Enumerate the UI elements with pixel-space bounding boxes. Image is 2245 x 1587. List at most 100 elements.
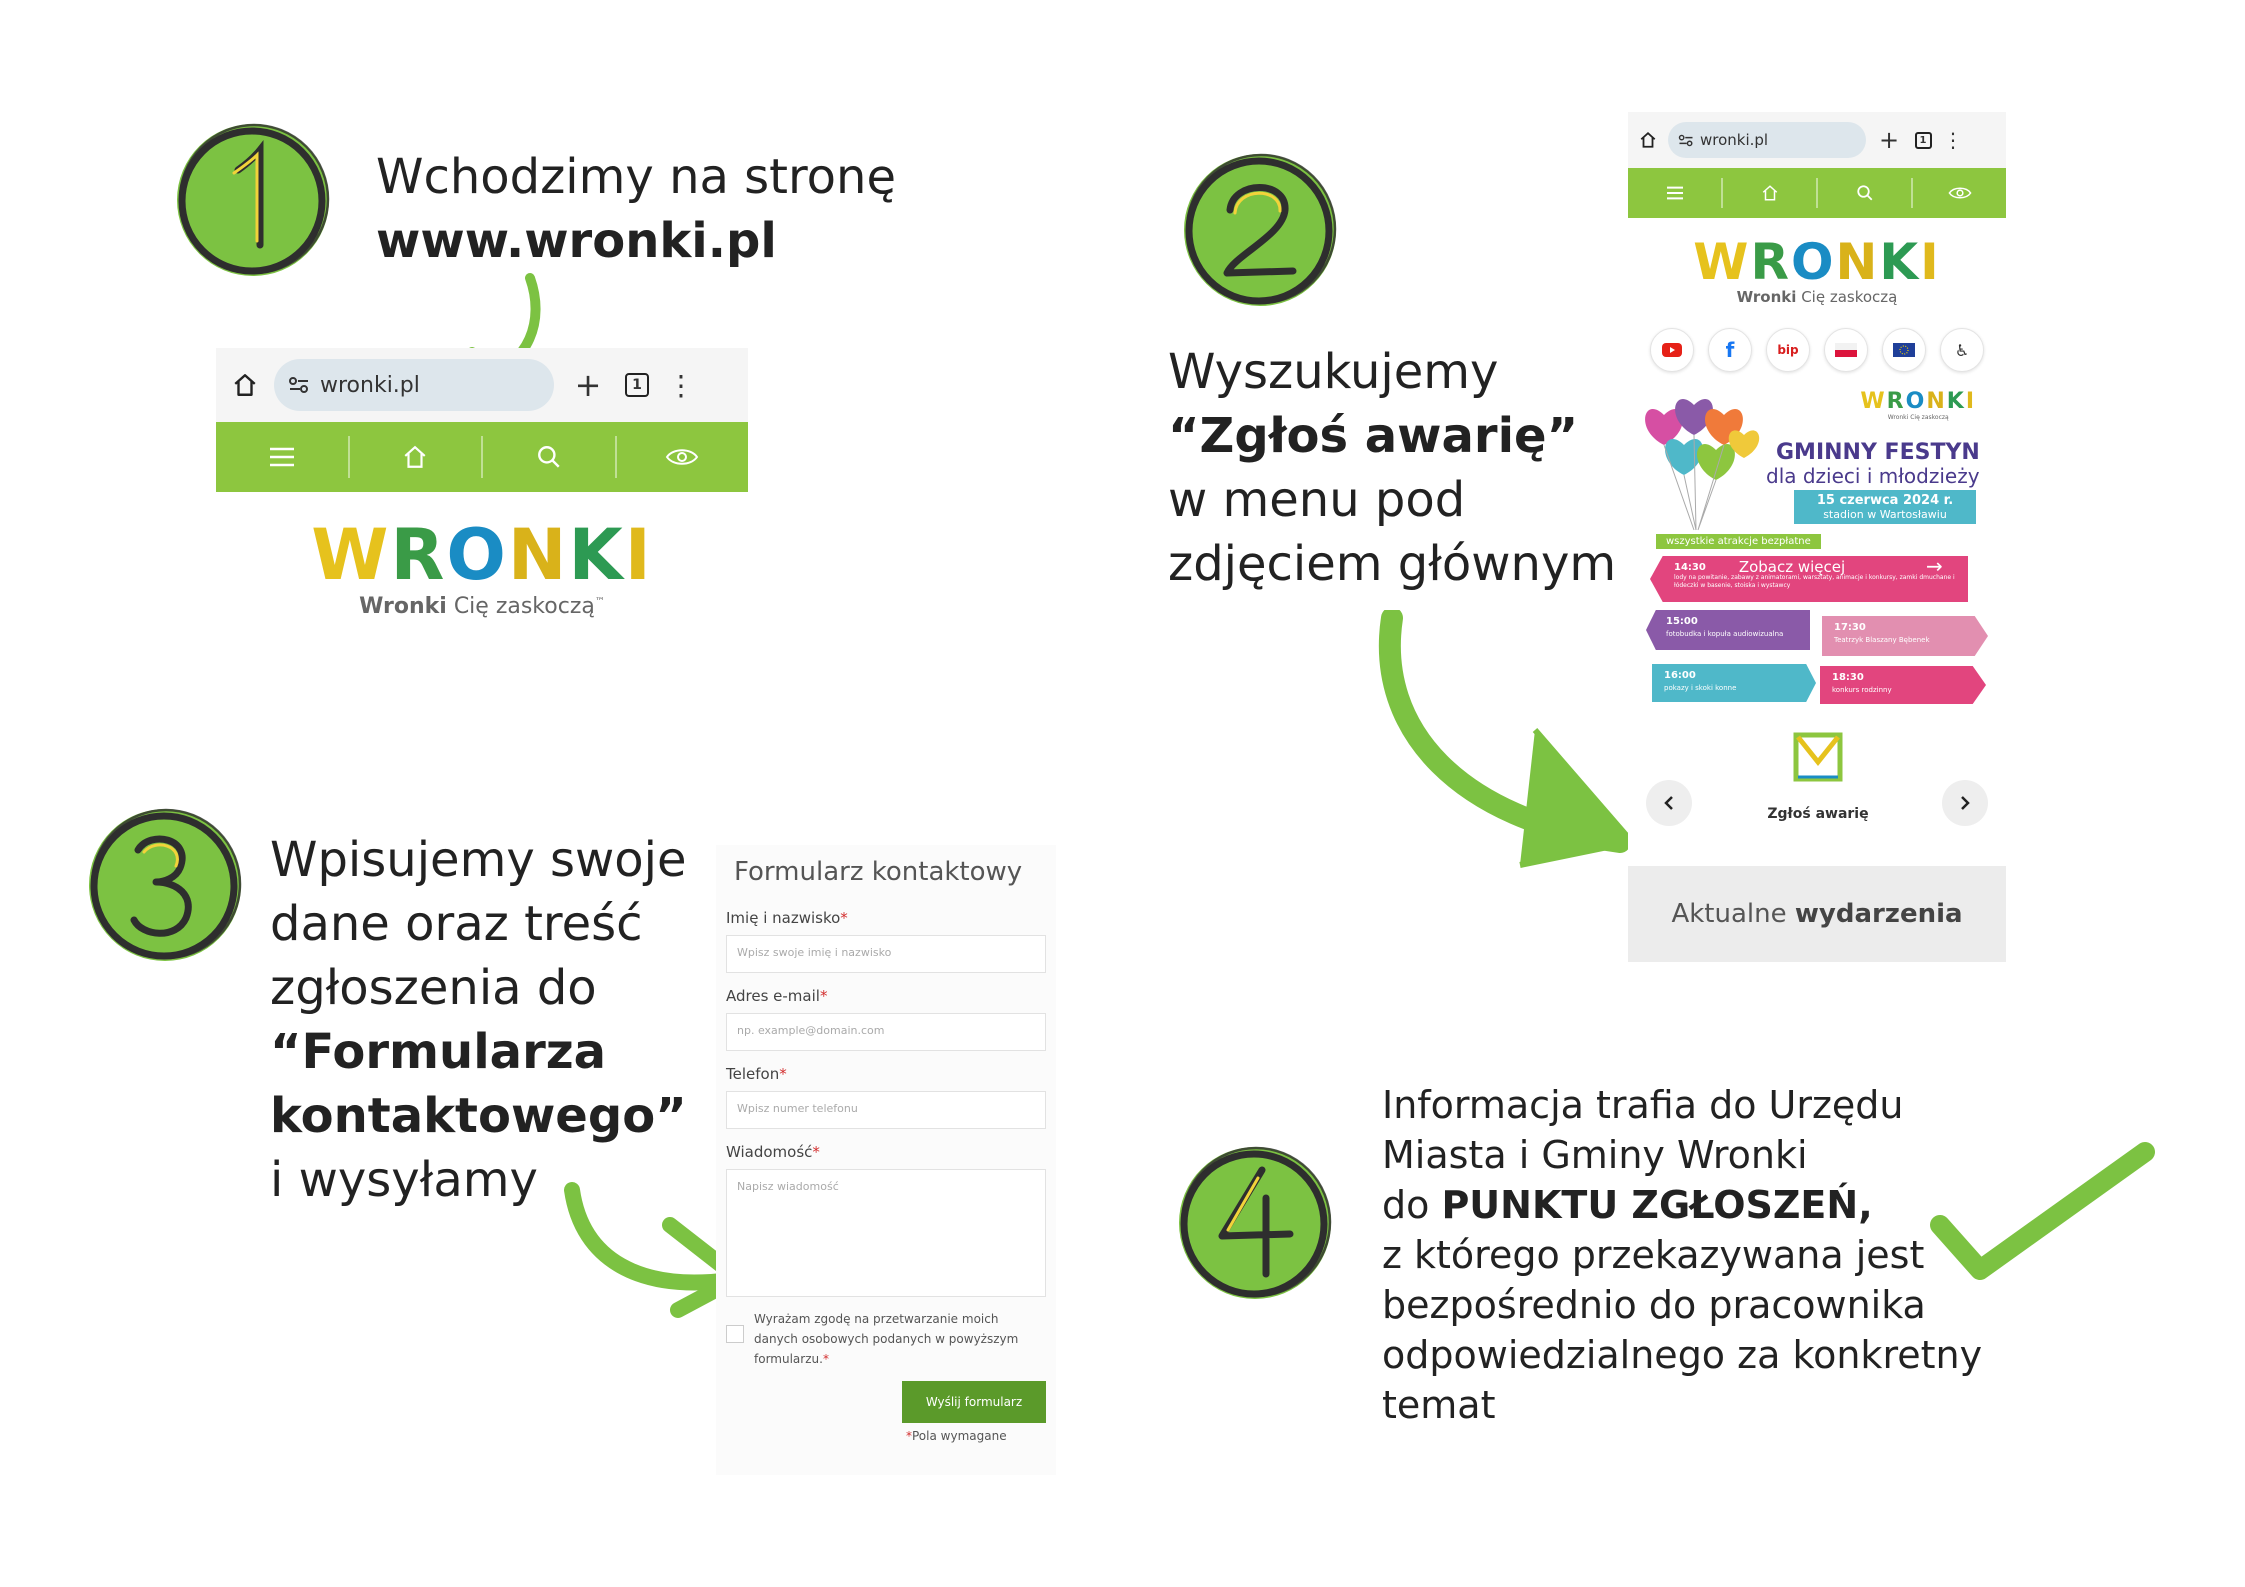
site-logo[interactable]: WRONKI Wronki Cię zaskoczą™ <box>216 492 748 619</box>
new-tab-plus-icon[interactable]: + <box>1878 126 1900 154</box>
new-tab-plus-icon[interactable]: + <box>574 366 602 404</box>
step-4-circle-icon <box>1179 1146 1332 1299</box>
step-4-badge <box>1170 1138 1340 1308</box>
step-3-line-4: “Formularza <box>270 1024 607 1080</box>
event-desc: konkurs rodzinny <box>1832 686 1892 694</box>
consent-checkbox[interactable] <box>726 1325 744 1343</box>
field-name-label: Imię i nazwisko* <box>726 909 848 927</box>
chevron-right-icon <box>1961 796 1970 810</box>
name-input[interactable]: Wpisz swoje imię i nazwisko <box>726 935 1046 973</box>
banner-logo-text: WRONKI <box>1860 389 1976 414</box>
events-section-header: Aktualne wydarzenia <box>1628 866 2006 962</box>
phone-input[interactable]: Wpisz numer telefonu <box>726 1091 1046 1129</box>
message-textarea[interactable]: Napisz wiadomość <box>726 1169 1046 1297</box>
field-message: Wiadomość* Napisz wiadomość <box>726 1143 1046 1297</box>
quick-links-carousel: Zgłoś awarię <box>1628 732 2006 864</box>
home-icon[interactable] <box>230 372 260 398</box>
step-2-badge <box>1175 145 1345 315</box>
home-icon[interactable] <box>1638 131 1658 149</box>
home-button[interactable] <box>350 436 483 478</box>
quick-link-zglos-awarie[interactable]: Zgłoś awarię <box>1748 732 1888 822</box>
accessibility-icon[interactable]: ♿ <box>1940 328 1984 372</box>
step-3-line-6: i wysyłamy <box>270 1152 538 1208</box>
banner-cta-label: Zobacz więcej <box>1738 558 1846 576</box>
search-button[interactable] <box>483 436 617 478</box>
accessibility-view-button[interactable] <box>1913 178 2006 208</box>
step-2-line-1: Wyszukujemy <box>1168 344 1499 400</box>
event-1730: 17:30 Teatrzyk Blaszany Bębenek <box>1822 616 1988 656</box>
banner-cta-arrow-icon[interactable]: → <box>1926 554 1943 578</box>
step-4-line-1: Informacja trafia do Urzędu <box>1382 1083 1904 1127</box>
eu-flag-icon[interactable] <box>1882 328 1926 372</box>
event-time: 16:00 <box>1664 670 1696 681</box>
tabs-icon[interactable]: 1 <box>1912 131 1934 149</box>
banner-title-1: GMINNY FESTYN <box>1776 440 1980 465</box>
youtube-icon[interactable] <box>1650 328 1694 372</box>
site-settings-icon[interactable] <box>288 376 310 394</box>
phone-address-bar[interactable]: wronki.pl <box>1668 122 1866 158</box>
banner-cta[interactable]: Zobacz więcej <box>1722 558 1862 576</box>
submit-button[interactable]: Wyślij formularz <box>902 1381 1046 1423</box>
step-3-circle-icon <box>89 808 242 961</box>
banner-free-note: wszystkie atrakcje bezpłatne <box>1656 534 1821 549</box>
hero-banner[interactable]: WRONKI Wronki Cię zaskoczą GMINNY FESTYN… <box>1628 380 2006 720</box>
field-phone-label: Telefon* <box>726 1065 787 1083</box>
field-phone: Telefon* Wpisz numer telefonu <box>726 1065 1046 1129</box>
logo-tagline: Wronki Cię zaskoczą™ <box>359 594 605 619</box>
event-time: 17:30 <box>1834 622 1866 633</box>
events-title-regular: Aktualne <box>1671 899 1787 929</box>
eye-icon <box>666 449 699 465</box>
menu-icon <box>1666 186 1683 200</box>
phone-browser-toolbar: wronki.pl + 1 ⋮ <box>1628 112 2006 168</box>
poland-flag-icon[interactable] <box>1824 328 1868 372</box>
tab-count: 1 <box>1914 131 1932 149</box>
quick-link-label: Zgłoś awarię <box>1767 806 1869 822</box>
carousel-prev-button[interactable] <box>1646 780 1692 826</box>
site-settings-icon[interactable] <box>1678 134 1694 147</box>
bip-icon[interactable]: bip <box>1766 328 1810 372</box>
phone-logo-tagline: Wronki Cię zaskoczą <box>1736 288 1898 306</box>
more-icon[interactable]: ⋮ <box>667 368 695 402</box>
browser-toolbar: wronki.pl + 1 ⋮ <box>216 348 748 422</box>
search-button[interactable] <box>1818 178 1913 208</box>
home-icon <box>404 445 426 468</box>
step-4-line-6: odpowiedzialnego za konkretny <box>1382 1333 1983 1377</box>
logo-text: WRONKI <box>311 514 653 596</box>
search-icon <box>537 446 560 468</box>
address-bar[interactable]: wronki.pl <box>274 359 554 411</box>
event-desc: pokazy i skoki konne <box>1664 684 1737 692</box>
balloons-icon <box>1645 398 1760 531</box>
step-3-line-1: Wpisujemy swoje <box>270 832 687 888</box>
step-3-line-2: dane oraz treść <box>270 896 643 952</box>
facebook-icon[interactable]: f <box>1708 328 1752 372</box>
banner-place: stadion w Wartosławiu <box>1823 508 1947 521</box>
search-icon <box>1856 185 1872 201</box>
events-title-bold: wydarzenia <box>1794 899 1963 929</box>
required-note: *Pola wymagane <box>906 1429 1007 1443</box>
step-2-line-2: “Zgłoś awarię” <box>1168 408 1579 464</box>
step-2-phone-screenshot: wronki.pl + 1 ⋮ WRONKI Wronki Cię zaskoc… <box>1628 112 2006 980</box>
step-1-url[interactable]: www.wronki.pl <box>376 213 777 269</box>
step-4-line-7: temat <box>1382 1383 1496 1427</box>
step-3-badge <box>80 800 250 970</box>
banner-date-box: 15 czerwca 2024 r. stadion w Wartosławiu <box>1794 490 1976 524</box>
phone-nav-bar <box>1628 168 2006 218</box>
accessibility-view-button[interactable] <box>617 436 749 478</box>
event-1600: 16:00 pokazy i skoki konne <box>1652 664 1816 702</box>
tabs-icon[interactable]: 1 <box>622 373 652 397</box>
menu-button[interactable] <box>1628 178 1723 208</box>
step-2-circle-icon <box>1184 153 1337 306</box>
step-3-line-3: zgłoszenia do <box>270 960 597 1016</box>
phone-site-logo[interactable]: WRONKI Wronki Cię zaskoczą <box>1628 218 2006 306</box>
step-1-text: Wchodzimy na stronę www.wronki.pl <box>376 145 896 273</box>
email-input[interactable]: np. example@domain.com <box>726 1013 1046 1051</box>
home-icon <box>1762 185 1777 201</box>
carousel-next-button[interactable] <box>1942 780 1988 826</box>
menu-button[interactable] <box>216 436 350 478</box>
banner-logo-tagline: Wronki Cię zaskoczą <box>1887 414 1949 421</box>
consent-row: Wyrażam zgodę na przetwarzanie moich dan… <box>726 1309 1046 1369</box>
home-button[interactable] <box>1723 178 1818 208</box>
step-4-line-4: z którego przekazywana jest <box>1382 1233 1925 1277</box>
social-links-row: f bip ♿ <box>1628 328 2006 372</box>
more-icon[interactable]: ⋮ <box>1943 128 1963 152</box>
